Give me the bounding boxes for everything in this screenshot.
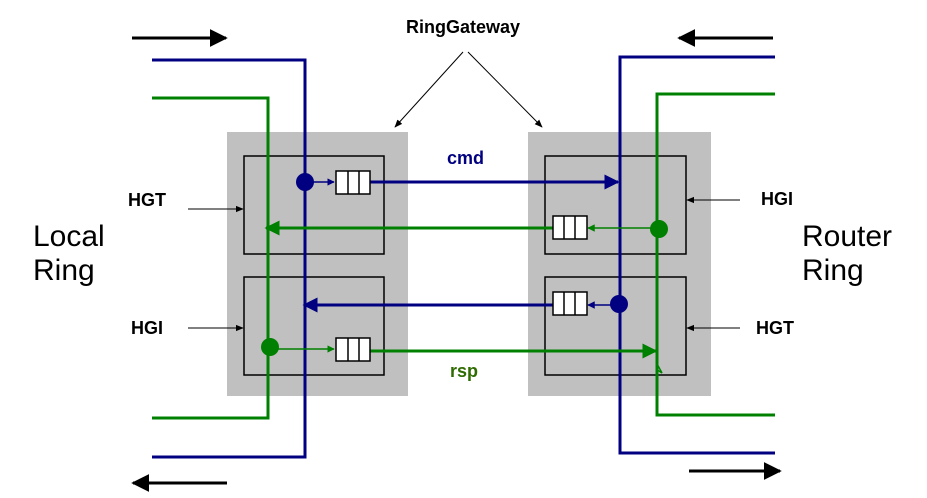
- rsp-label: rsp: [450, 361, 479, 381]
- router-ring-label: Router Ring: [802, 220, 892, 288]
- fifo-queue-icon: [552, 291, 588, 316]
- router-ring-blue-wire: [618, 55, 775, 455]
- local-ring-blue-wire: [152, 58, 307, 459]
- title-arrow-right: [467, 51, 543, 128]
- router-ring-label-line1: Router: [802, 220, 893, 253]
- ring-gateway-title: RingGateway: [406, 17, 521, 37]
- router-ring-green-wire: [655, 92, 775, 417]
- hgt-right-label: HGT: [756, 318, 794, 338]
- title-arrow-left: [394, 51, 464, 128]
- hgi-left-label: HGI: [131, 318, 164, 338]
- local-ring-green-wire: [152, 96, 270, 420]
- blue-tap-dot: [610, 295, 628, 313]
- local-ring-label: Local Ring: [33, 220, 105, 288]
- fifo-queue-icon: [552, 215, 588, 240]
- cmd-tap-dot: [296, 173, 314, 191]
- hgt-left-label: HGT: [128, 190, 166, 210]
- cmd-label: cmd: [447, 148, 485, 168]
- local-ring-label-line2: Ring: [33, 254, 95, 287]
- rsp-merge-tick: [655, 361, 663, 374]
- green-tap-dot: [650, 220, 668, 238]
- local-ring-label-line1: Local: [33, 220, 105, 253]
- fifo-queue-icon: [335, 337, 371, 362]
- fifo-queue-icon: [335, 170, 371, 195]
- right-bottom-block: [544, 276, 687, 376]
- router-ring-label-line2: Ring: [802, 254, 864, 287]
- hgi-right-label: HGI: [761, 189, 794, 209]
- rsp-tap-dot: [261, 338, 279, 356]
